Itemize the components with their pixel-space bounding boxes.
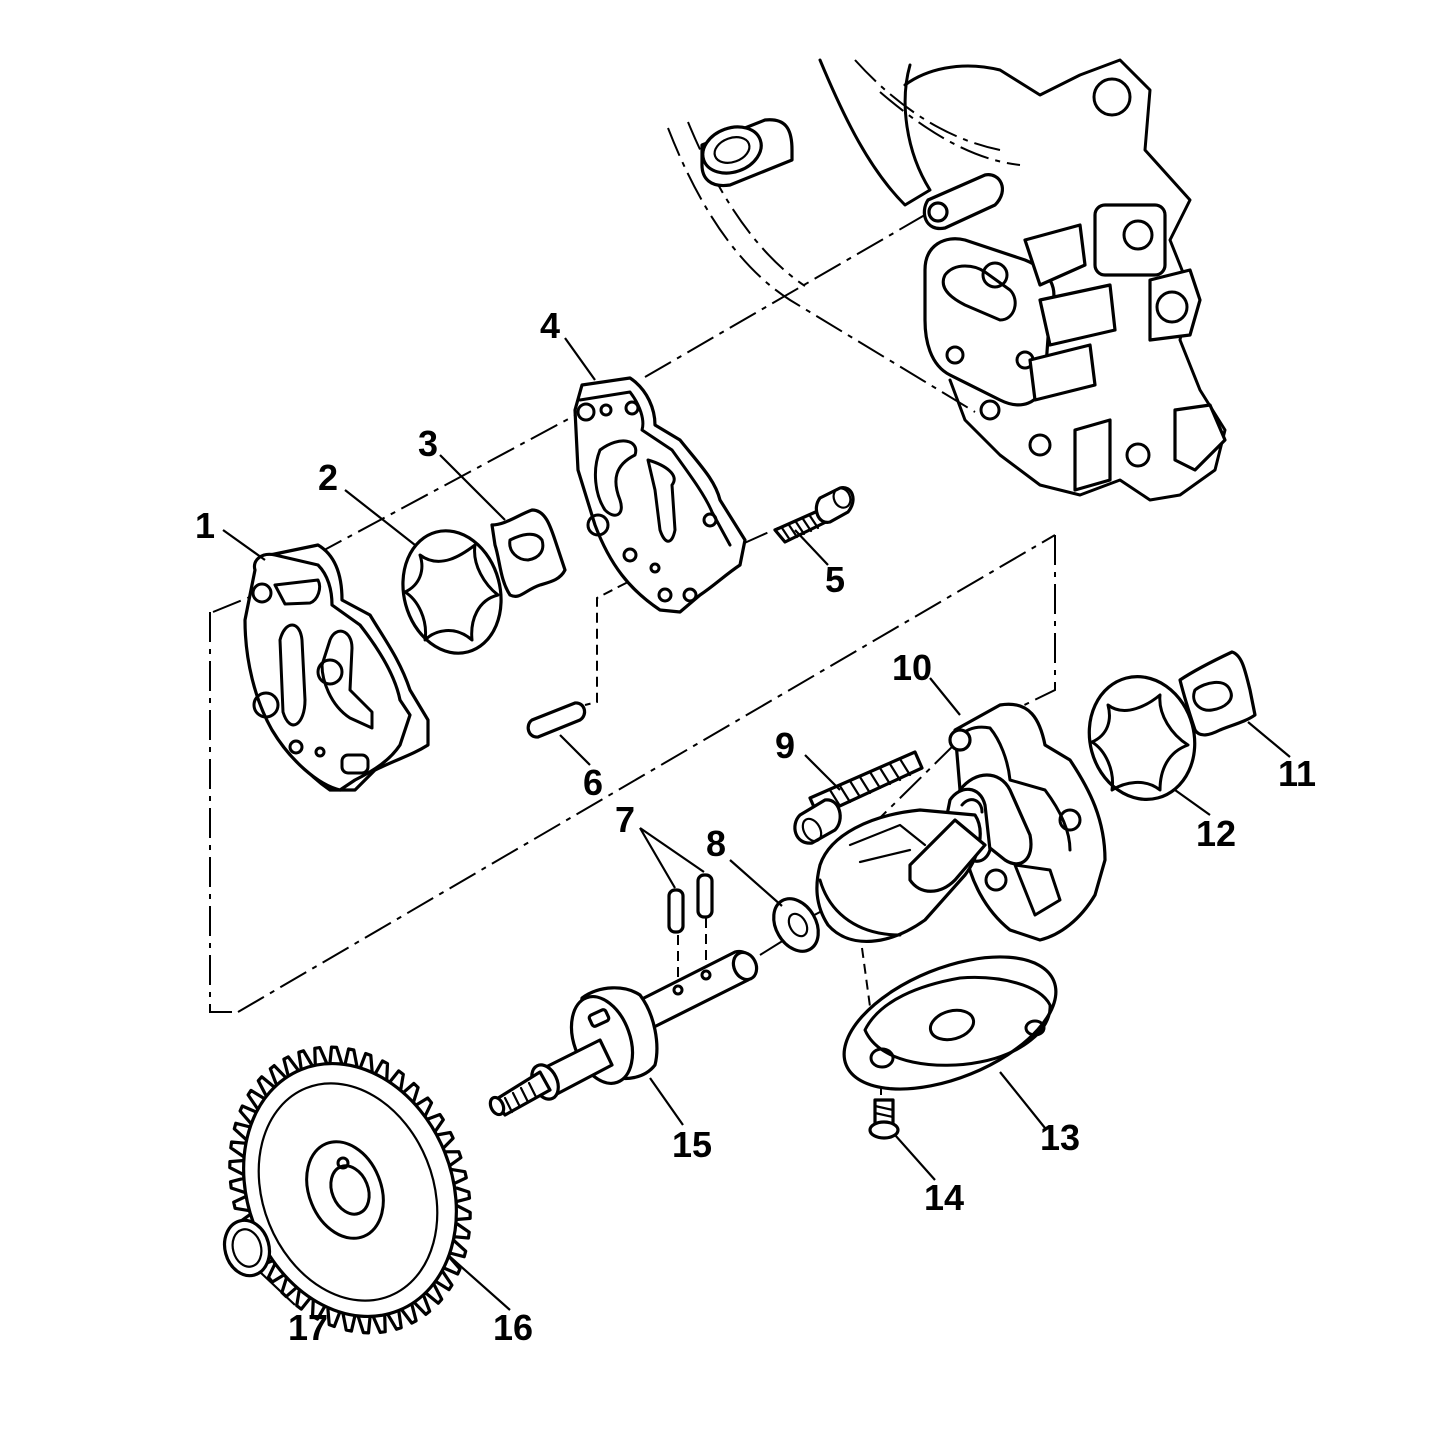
callout-4: 4 <box>540 305 560 346</box>
part-1-pump-cover <box>243 543 430 792</box>
part-5-screw <box>773 486 855 544</box>
callout-3: 3 <box>418 423 438 464</box>
part-17-ring <box>222 1218 272 1278</box>
callout-1: 1 <box>195 505 215 546</box>
callout-16: 16 <box>493 1307 533 1348</box>
callout-2: 2 <box>318 457 338 498</box>
callout-17: 17 <box>288 1307 328 1348</box>
part-3-inner-rotor <box>490 508 567 598</box>
part-13-strainer-plate <box>842 955 1058 1091</box>
callout-labels: 1 2 3 4 5 6 7 8 9 10 11 12 13 14 15 16 1… <box>195 305 1316 1348</box>
part-6-dowel-pin <box>526 701 587 739</box>
part-10-pump-housing <box>815 702 1107 944</box>
part-15-drive-shaft <box>488 950 759 1117</box>
callout-6: 6 <box>583 762 603 803</box>
part-4-pump-body <box>573 376 747 614</box>
crankcase-housing <box>667 58 1227 502</box>
callout-7: 7 <box>615 799 635 840</box>
callout-14: 14 <box>924 1177 964 1218</box>
callout-13: 13 <box>1040 1117 1080 1158</box>
callout-15: 15 <box>672 1124 712 1165</box>
callout-11: 11 <box>1278 753 1316 794</box>
part-9-long-bolt <box>793 750 924 845</box>
callout-8: 8 <box>706 823 726 864</box>
callout-leaders <box>222 337 1291 1311</box>
part-16-gear <box>228 1045 472 1335</box>
part-12-outer-rotor <box>1087 675 1197 801</box>
callout-9: 9 <box>775 725 795 766</box>
callout-12: 12 <box>1196 813 1236 854</box>
part-7-pins <box>667 873 714 934</box>
callout-5: 5 <box>825 559 845 600</box>
part-14-small-screw <box>868 1098 900 1140</box>
part-2-outer-rotor <box>401 529 503 655</box>
part-8-washer <box>772 897 820 953</box>
callout-10: 10 <box>892 647 932 688</box>
